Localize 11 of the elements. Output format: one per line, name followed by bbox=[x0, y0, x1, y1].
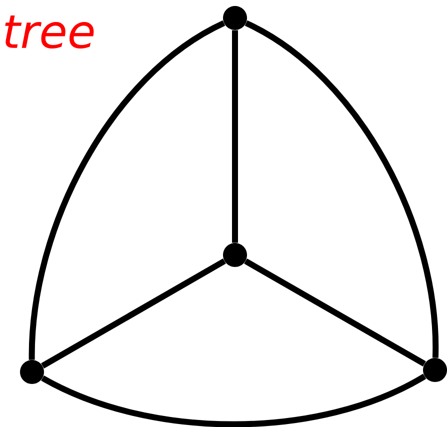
graph-label: tree bbox=[5, 16, 94, 48]
graph-edge bbox=[28, 20, 226, 360]
graph-edge bbox=[232, 30, 238, 243]
graph-edge bbox=[41, 258, 226, 368]
vertex-dot bbox=[20, 360, 44, 384]
graph-edge bbox=[244, 20, 438, 358]
vertex-dot bbox=[223, 243, 247, 267]
graph-edge bbox=[244, 258, 426, 367]
vertex-dot bbox=[223, 6, 247, 30]
vertex-dot bbox=[423, 358, 447, 382]
graph-edge bbox=[41, 374, 426, 427]
